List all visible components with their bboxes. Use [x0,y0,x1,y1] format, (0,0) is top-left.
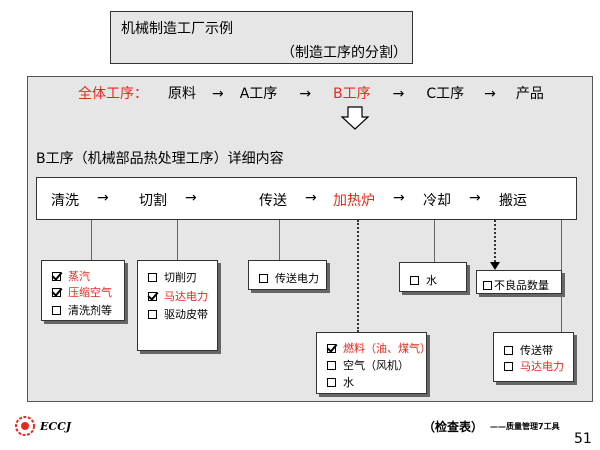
qc-tools-label: ——质量管理7工具 [490,422,560,431]
card-furnace: 燃料（油、煤气） 空气（风机） 水 [316,332,431,394]
connector-dotted-line [494,220,496,266]
checkbox-checked[interactable] [52,271,61,281]
connector-dotted-line [357,220,359,332]
checkbox[interactable] [483,280,492,290]
card-transfer: 传送电力 [248,260,327,290]
connector-line [434,220,435,262]
checkbox[interactable] [148,272,157,282]
step-arrow: → [393,190,405,206]
checkbox[interactable] [327,360,336,370]
section-label: B工序（机械部品热处理工序）详细内容 [36,151,284,167]
flow-arrow: → [484,86,496,102]
flow-item-b: B工序 [333,86,371,102]
step-convey: 搬运 [499,193,527,209]
overall-flow-label: 全体工序： [78,86,148,102]
checkbox-checked[interactable] [148,291,157,301]
step-arrow: → [185,190,197,206]
checkbox[interactable] [410,275,419,285]
step-arrow: → [305,190,317,206]
flow-arrow: → [392,86,405,102]
check-row: 不良品数量 [483,277,549,293]
card-wash: 蒸汽 压缩空气 清洗剂等 [41,260,125,321]
check-row: 驱动皮带 [148,306,208,322]
overall-flow: 全体工序： 原料 → A工序 → B工序 → C工序 → 产品 [78,83,544,103]
card-cool: 水 [399,262,467,292]
step-cool: 冷却 [423,193,451,209]
check-sheet-label: （检查表） [423,420,484,434]
title-line1: 机械制造工厂示例 [121,21,233,37]
checkbox[interactable] [148,309,157,319]
checkbox[interactable] [504,361,513,371]
checkbox[interactable] [259,273,268,283]
flow-item-raw: 原料 [168,86,196,102]
check-row: 传送带 [504,342,553,358]
step-arrow: → [469,190,481,206]
check-row: 水 [410,272,437,288]
checkbox[interactable] [52,305,61,315]
check-row: 燃料（油、煤气） [327,340,431,356]
checkbox[interactable] [504,345,513,355]
connector-line [91,220,92,260]
step-wash: 清洗 [51,193,79,209]
flow-item-product: 产品 [515,86,544,102]
checkbox[interactable] [327,377,336,387]
step-cut: 切割 [139,193,167,209]
check-row: 切削刃 [148,269,197,285]
check-row: 蒸汽 [52,268,90,284]
check-row: 传送电力 [259,270,319,286]
check-row: 空气（风机） [327,357,409,373]
logo-text: ECCJ [40,420,72,433]
checkbox-checked[interactable] [327,343,336,353]
check-row: 压缩空气 [52,284,112,300]
connector-line [279,220,280,260]
flow-arrow: → [212,86,224,102]
step-arrow: → [97,190,109,206]
flow-item-a: A工序 [239,86,278,102]
flow-arrow: → [299,86,312,102]
checkbox-checked[interactable] [52,287,61,297]
connector-line [177,220,178,260]
eccj-logo-icon [15,416,35,436]
card-cut: 切削刃 马达电力 驱动皮带 [137,260,218,351]
card-defect: 不良品数量 [476,270,562,294]
check-row: 清洗剂等 [52,302,112,318]
check-row: 马达电力 [504,358,564,374]
check-row: 水 [327,374,354,390]
title-line2: （制造工序的分割） [281,45,407,61]
card-convey: 传送带 马达电力 [493,332,574,382]
page-number: 51 [574,431,592,447]
steps-box: 清洗 → 切割 → 传送 → 加热炉 → 冷却 → 搬运 [36,177,577,220]
arrowhead-icon [490,262,500,270]
hollow-down-arrow-icon [340,106,370,130]
step-furnace: 加热炉 [333,193,375,209]
title-box: 机械制造工厂示例 （制造工序的分割） [110,11,413,64]
flow-item-c: C工序 [426,86,465,102]
step-transfer: 传送 [259,193,287,209]
check-row: 马达电力 [148,288,208,304]
